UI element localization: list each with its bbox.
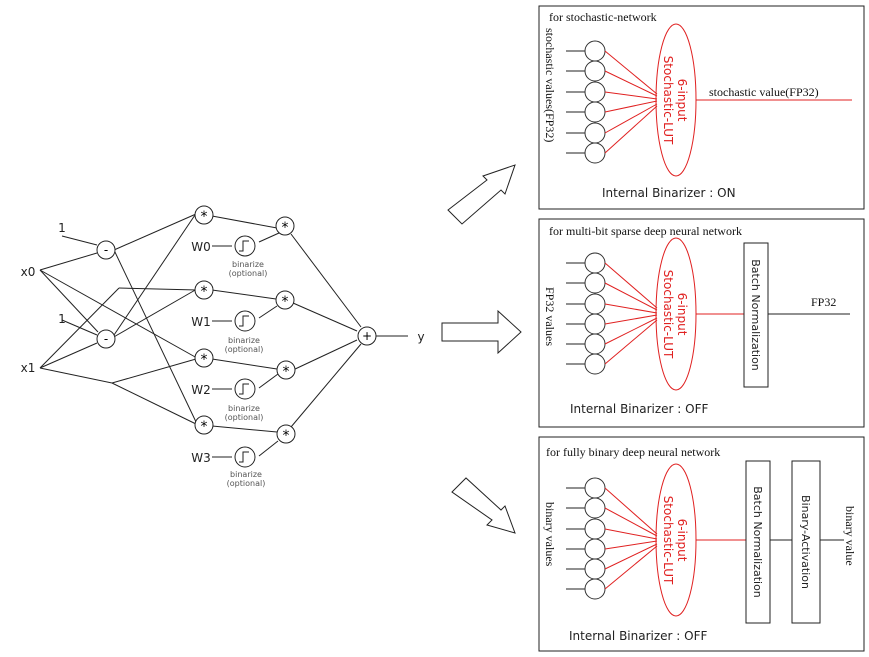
binary-activation-label: Binary-Activation bbox=[799, 495, 812, 589]
lut-label: Stochastic-LUT bbox=[661, 270, 675, 359]
binarize-node bbox=[234, 235, 256, 257]
internal-binarizer-status: Internal Binarizer : ON bbox=[602, 186, 736, 200]
svg-text:*: * bbox=[201, 209, 208, 225]
lut-label: 6-input bbox=[675, 79, 689, 122]
binarize-caption: binarize bbox=[232, 260, 264, 269]
input-values-label: binary values bbox=[543, 502, 557, 567]
svg-text:*: * bbox=[283, 364, 290, 380]
svg-text:*: * bbox=[282, 220, 289, 236]
step-function-icon bbox=[239, 451, 249, 463]
binarize-caption-optional: (optional) bbox=[227, 479, 266, 488]
step-function-icon bbox=[239, 315, 249, 327]
output-value-label: FP32 bbox=[811, 295, 836, 309]
binarize-caption: binarize bbox=[230, 470, 262, 479]
constant-label: 1 bbox=[58, 221, 66, 235]
weight-label-w1: W1 bbox=[191, 315, 211, 329]
weight-label-w2: W2 bbox=[191, 383, 211, 397]
input-label-x1: x1 bbox=[21, 361, 36, 375]
binarize-caption: binarize bbox=[228, 336, 260, 345]
output-label-y: y bbox=[417, 330, 424, 344]
lut-input-lines bbox=[566, 50, 586, 154]
output-value-label: binary value bbox=[843, 506, 857, 566]
panel-title: for stochastic-network bbox=[549, 10, 657, 24]
binarize-caption-optional: (optional) bbox=[225, 413, 264, 422]
binarize-caption: binarize bbox=[228, 404, 260, 413]
panel-multibit: for multi-bit sparse deep neural network… bbox=[538, 218, 865, 428]
lut-label: Stochastic-LUT bbox=[661, 496, 675, 585]
sum-node: + bbox=[357, 326, 377, 346]
multiply-node: * bbox=[194, 415, 214, 435]
arrow-to-stochastic bbox=[447, 164, 516, 225]
step-function-icon bbox=[239, 240, 249, 252]
svg-text:*: * bbox=[201, 352, 208, 368]
network-edges bbox=[39, 213, 408, 458]
lut-input-lines bbox=[566, 487, 586, 590]
lut-label: Stochastic-LUT bbox=[661, 56, 675, 145]
lut-input-nodes bbox=[584, 252, 606, 375]
binarize-caption-optional: (optional) bbox=[225, 345, 264, 354]
input-label-x0: x0 bbox=[21, 265, 36, 279]
panel-binary: for fully binary deep neural network bin… bbox=[538, 436, 865, 652]
svg-text:*: * bbox=[201, 284, 208, 300]
svg-text:-: - bbox=[104, 332, 108, 346]
svg-text:*: * bbox=[201, 419, 208, 435]
multiply-node: * bbox=[275, 290, 295, 310]
svg-text:*: * bbox=[282, 294, 289, 310]
arrow-to-binary bbox=[451, 477, 516, 534]
binarize-node bbox=[234, 378, 256, 400]
svg-text:*: * bbox=[283, 428, 290, 444]
step-function-icon bbox=[239, 383, 249, 395]
lut-connections bbox=[604, 262, 658, 365]
lut-label: 6-input bbox=[675, 293, 689, 336]
binarize-node bbox=[234, 310, 256, 332]
subtract-node: - bbox=[96, 240, 116, 260]
subtract-node: - bbox=[96, 329, 116, 349]
lut-connections bbox=[604, 487, 658, 590]
batch-normalization-block bbox=[745, 460, 771, 624]
input-values-label: FP32 values bbox=[543, 287, 557, 346]
binary-activation-block bbox=[791, 460, 821, 624]
internal-binarizer-status: Internal Binarizer : OFF bbox=[570, 402, 708, 416]
batch-normalization-label: Batch Normalization bbox=[751, 486, 764, 598]
multiply-node: * bbox=[276, 424, 296, 444]
multiply-node: * bbox=[276, 360, 296, 380]
internal-binarizer-status: Internal Binarizer : OFF bbox=[569, 629, 707, 643]
binarize-caption-optional: (optional) bbox=[229, 269, 268, 278]
weight-label-w3: W3 bbox=[191, 451, 211, 465]
lut-input-nodes bbox=[584, 40, 606, 164]
binarize-node bbox=[234, 446, 256, 468]
lut-input-nodes bbox=[584, 477, 606, 600]
panel-stochastic: for stochastic-network stochastic values… bbox=[538, 5, 865, 210]
lut-input-lines bbox=[566, 262, 586, 365]
panel-title: for multi-bit sparse deep neural network bbox=[549, 224, 742, 238]
multiply-node: * bbox=[275, 216, 295, 236]
lut-label: 6-input bbox=[675, 519, 689, 562]
panel-title: for fully binary deep neural network bbox=[546, 445, 720, 459]
lut-connections bbox=[604, 50, 658, 154]
weight-label-w0: W0 bbox=[191, 240, 211, 254]
multiply-node: * bbox=[194, 205, 214, 225]
batch-normalization-block bbox=[743, 242, 769, 388]
constant-label: 1 bbox=[58, 312, 66, 326]
output-value-label: stochastic value(FP32) bbox=[709, 85, 819, 99]
svg-text:-: - bbox=[104, 243, 108, 257]
svg-text:+: + bbox=[362, 329, 372, 343]
batch-normalization-label: Batch Normalization bbox=[749, 259, 762, 371]
arrow-to-multibit bbox=[441, 309, 522, 355]
input-values-label: stochastic values(FP32) bbox=[543, 28, 557, 142]
multiply-node: * bbox=[194, 348, 214, 368]
network-graph: - - * * * * * * * * + bbox=[21, 205, 425, 488]
multiply-node: * bbox=[194, 280, 214, 300]
